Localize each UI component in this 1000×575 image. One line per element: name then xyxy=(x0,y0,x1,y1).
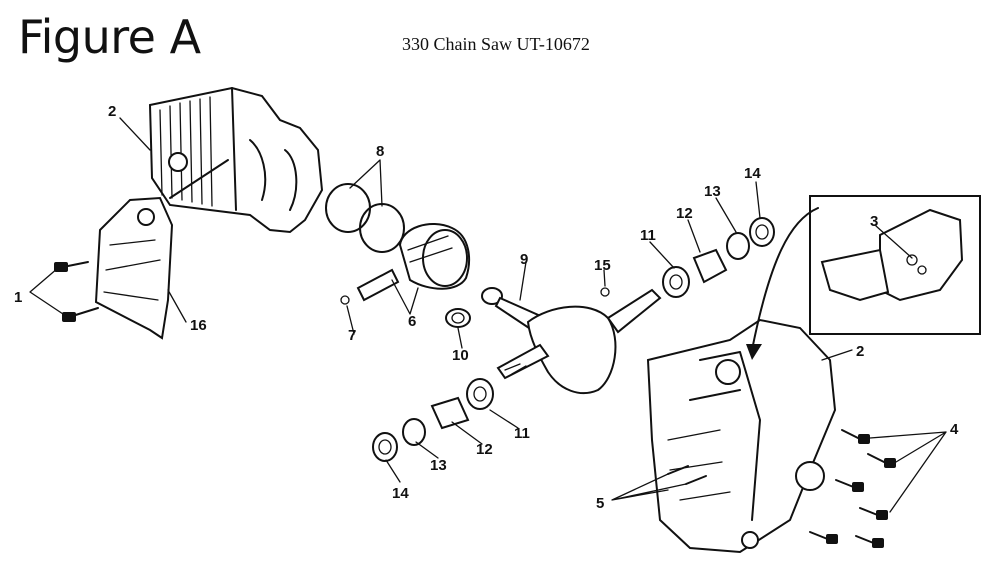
figure-subtitle: 330 Chain Saw UT-10672 xyxy=(402,34,590,54)
callout-12-upper: 12 xyxy=(676,205,693,222)
callout-15: 15 xyxy=(594,257,611,274)
crankcase-part xyxy=(646,318,837,554)
callout-7: 7 xyxy=(348,327,356,344)
callout-14-lower: 14 xyxy=(392,485,409,502)
upper-bearing-stack xyxy=(662,217,775,298)
cylinder-part xyxy=(148,86,324,234)
crankcase-screws-4 xyxy=(809,429,896,548)
callout-6: 6 xyxy=(408,313,416,330)
screw-parts-1 xyxy=(54,261,99,322)
callout-11-lower: 11 xyxy=(514,425,530,442)
studs-part-5 xyxy=(667,465,707,485)
callout-2-cylinder: 2 xyxy=(108,103,116,120)
callout-9: 9 xyxy=(520,251,528,268)
callout-1: 1 xyxy=(14,289,22,306)
inset-detail-box xyxy=(746,195,981,360)
wrist-pin-part xyxy=(340,268,400,305)
callout-11-upper: 11 xyxy=(640,227,656,244)
callout-13-lower: 13 xyxy=(430,457,447,474)
callout-5: 5 xyxy=(596,495,604,512)
callout-2-crankcase: 2 xyxy=(856,343,864,360)
callout-16: 16 xyxy=(190,317,207,334)
callout-4: 4 xyxy=(950,421,959,438)
crankshaft-part xyxy=(481,287,662,395)
callout-13-upper: 13 xyxy=(704,183,721,200)
piston-part xyxy=(398,223,470,290)
callout-3: 3 xyxy=(870,213,878,230)
callout-labels: 2 1 16 8 6 7 10 9 15 11 12 13 14 3 2 4 5… xyxy=(14,103,959,512)
callout-14-upper: 14 xyxy=(744,165,761,182)
needle-bearing-part xyxy=(445,308,471,328)
callout-10: 10 xyxy=(452,347,469,364)
piston-rings-part xyxy=(325,183,405,253)
lower-bearing-stack xyxy=(372,378,494,462)
callout-8: 8 xyxy=(376,143,384,160)
figure-title: Figure A xyxy=(18,10,201,64)
cover-plate-part xyxy=(94,196,174,340)
leader-lines xyxy=(29,117,947,513)
callout-12-lower: 12 xyxy=(476,441,493,458)
